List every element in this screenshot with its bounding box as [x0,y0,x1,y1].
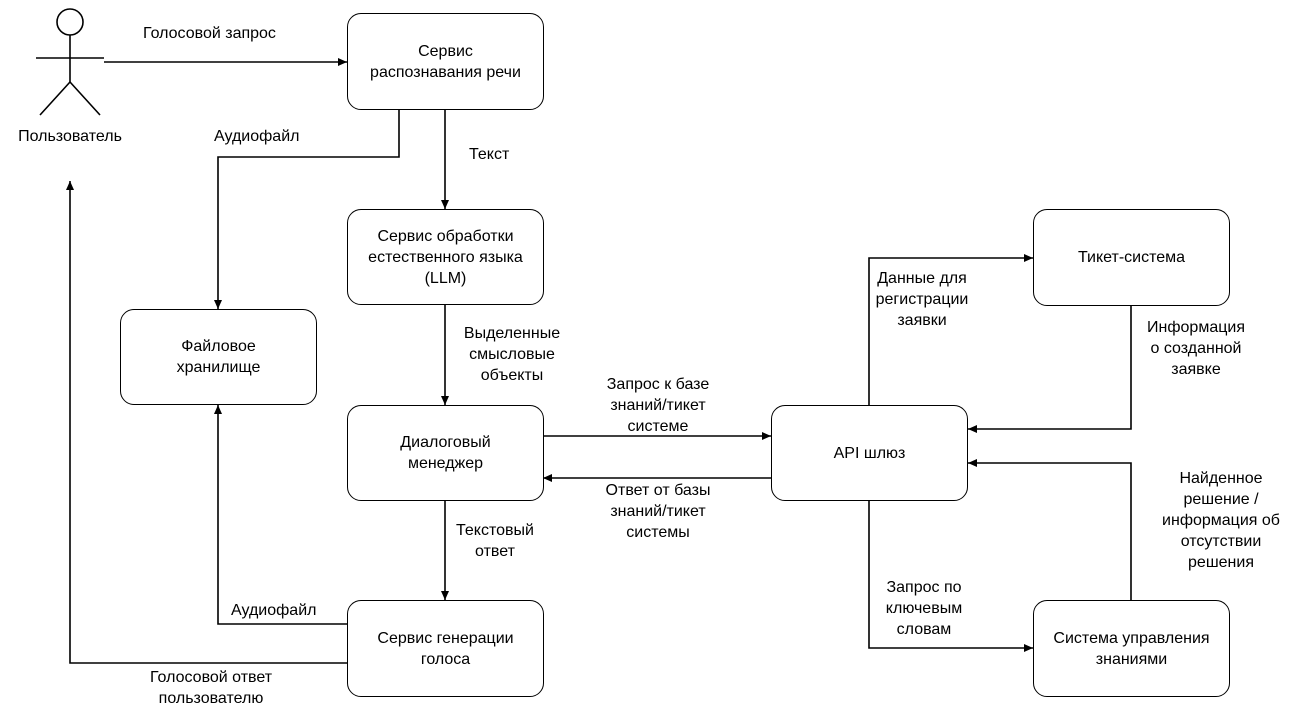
kb-request-label: Запрос к базе знаний/тикет системе [606,376,710,435]
edge-audio-to-storage [214,110,400,309]
audio-file-bottom-label: Аудиофайл [231,600,317,621]
edge-ticket-data [868,254,1033,405]
ticket-data-label: Данные для регистрации заявки [874,268,970,331]
text-label: Текст [469,144,510,165]
dialog-manager-node: Диалоговый менеджер [347,405,544,501]
edge-found-solution [968,459,1132,600]
edge-ticket-info [968,306,1132,433]
keyword-request-label: Запрос по ключевым словам [882,577,966,640]
edge-voice-answer [66,181,349,664]
user-actor-label: Пользователь [4,126,136,147]
voice-request-label: Голосовой запрос [143,23,276,44]
voice-answer-label: Голосовой ответ пользователю [149,669,273,707]
ticket-info-label: Информация о созданной заявке [1135,317,1257,380]
api-gateway-node: API шлюз [771,405,968,501]
text-answer-label: Текстовый ответ [447,520,543,562]
kb-response-label: Ответ от базы знаний/тикет системы [605,482,711,541]
found-solution-label: Найденное решение / информация об отсутс… [1148,468,1294,573]
knowledge-system-node: Система управления знаниями [1033,600,1230,697]
file-storage-node: Файловое хранилище [120,309,317,405]
voice-generation-node: Сервис генерации голоса [347,600,544,697]
audio-file-top-label: Аудиофайл [214,126,300,147]
ticket-system-node: Тикет-система [1033,209,1230,306]
speech-recognition-node: Сервис распознавания речи [347,13,544,110]
edge-keyword-request [868,501,1033,652]
edge-audio-from-voice [214,405,349,625]
nlp-node: Сервис обработки естественного языка (LL… [347,209,544,305]
user-actor-figure [36,8,104,116]
semantic-objects-label: Выделенные смысловые объекты [452,323,572,386]
